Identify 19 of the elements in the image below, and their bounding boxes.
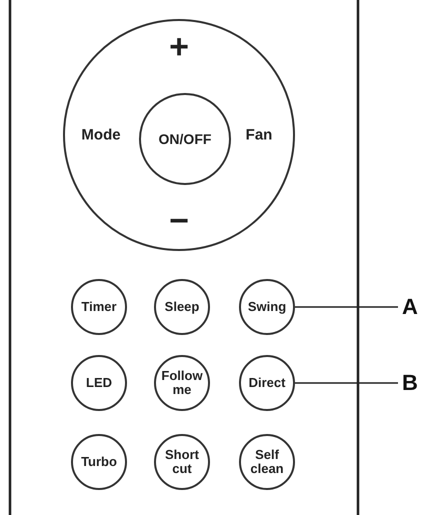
fan-label: Fan xyxy=(246,128,272,142)
callout-letter: B xyxy=(402,371,418,395)
dial-ring xyxy=(63,19,295,251)
round-button: Short cut xyxy=(154,434,210,490)
power-button: ON/OFF xyxy=(139,93,231,185)
round-button: Self clean xyxy=(239,434,295,490)
round-button: LED xyxy=(71,355,127,411)
plus-sign: + xyxy=(169,30,189,64)
round-button: Sleep xyxy=(154,279,210,335)
round-button: Follow me xyxy=(154,355,210,411)
leader-line xyxy=(295,382,398,384)
round-button: Timer xyxy=(71,279,127,335)
round-button: Swing xyxy=(239,279,295,335)
mode-label: Mode xyxy=(81,128,121,142)
leader-line xyxy=(295,306,398,308)
minus-sign: − xyxy=(169,204,189,238)
round-button: Direct xyxy=(239,355,295,411)
round-button: Turbo xyxy=(71,434,127,490)
callout-letter: A xyxy=(402,295,418,319)
